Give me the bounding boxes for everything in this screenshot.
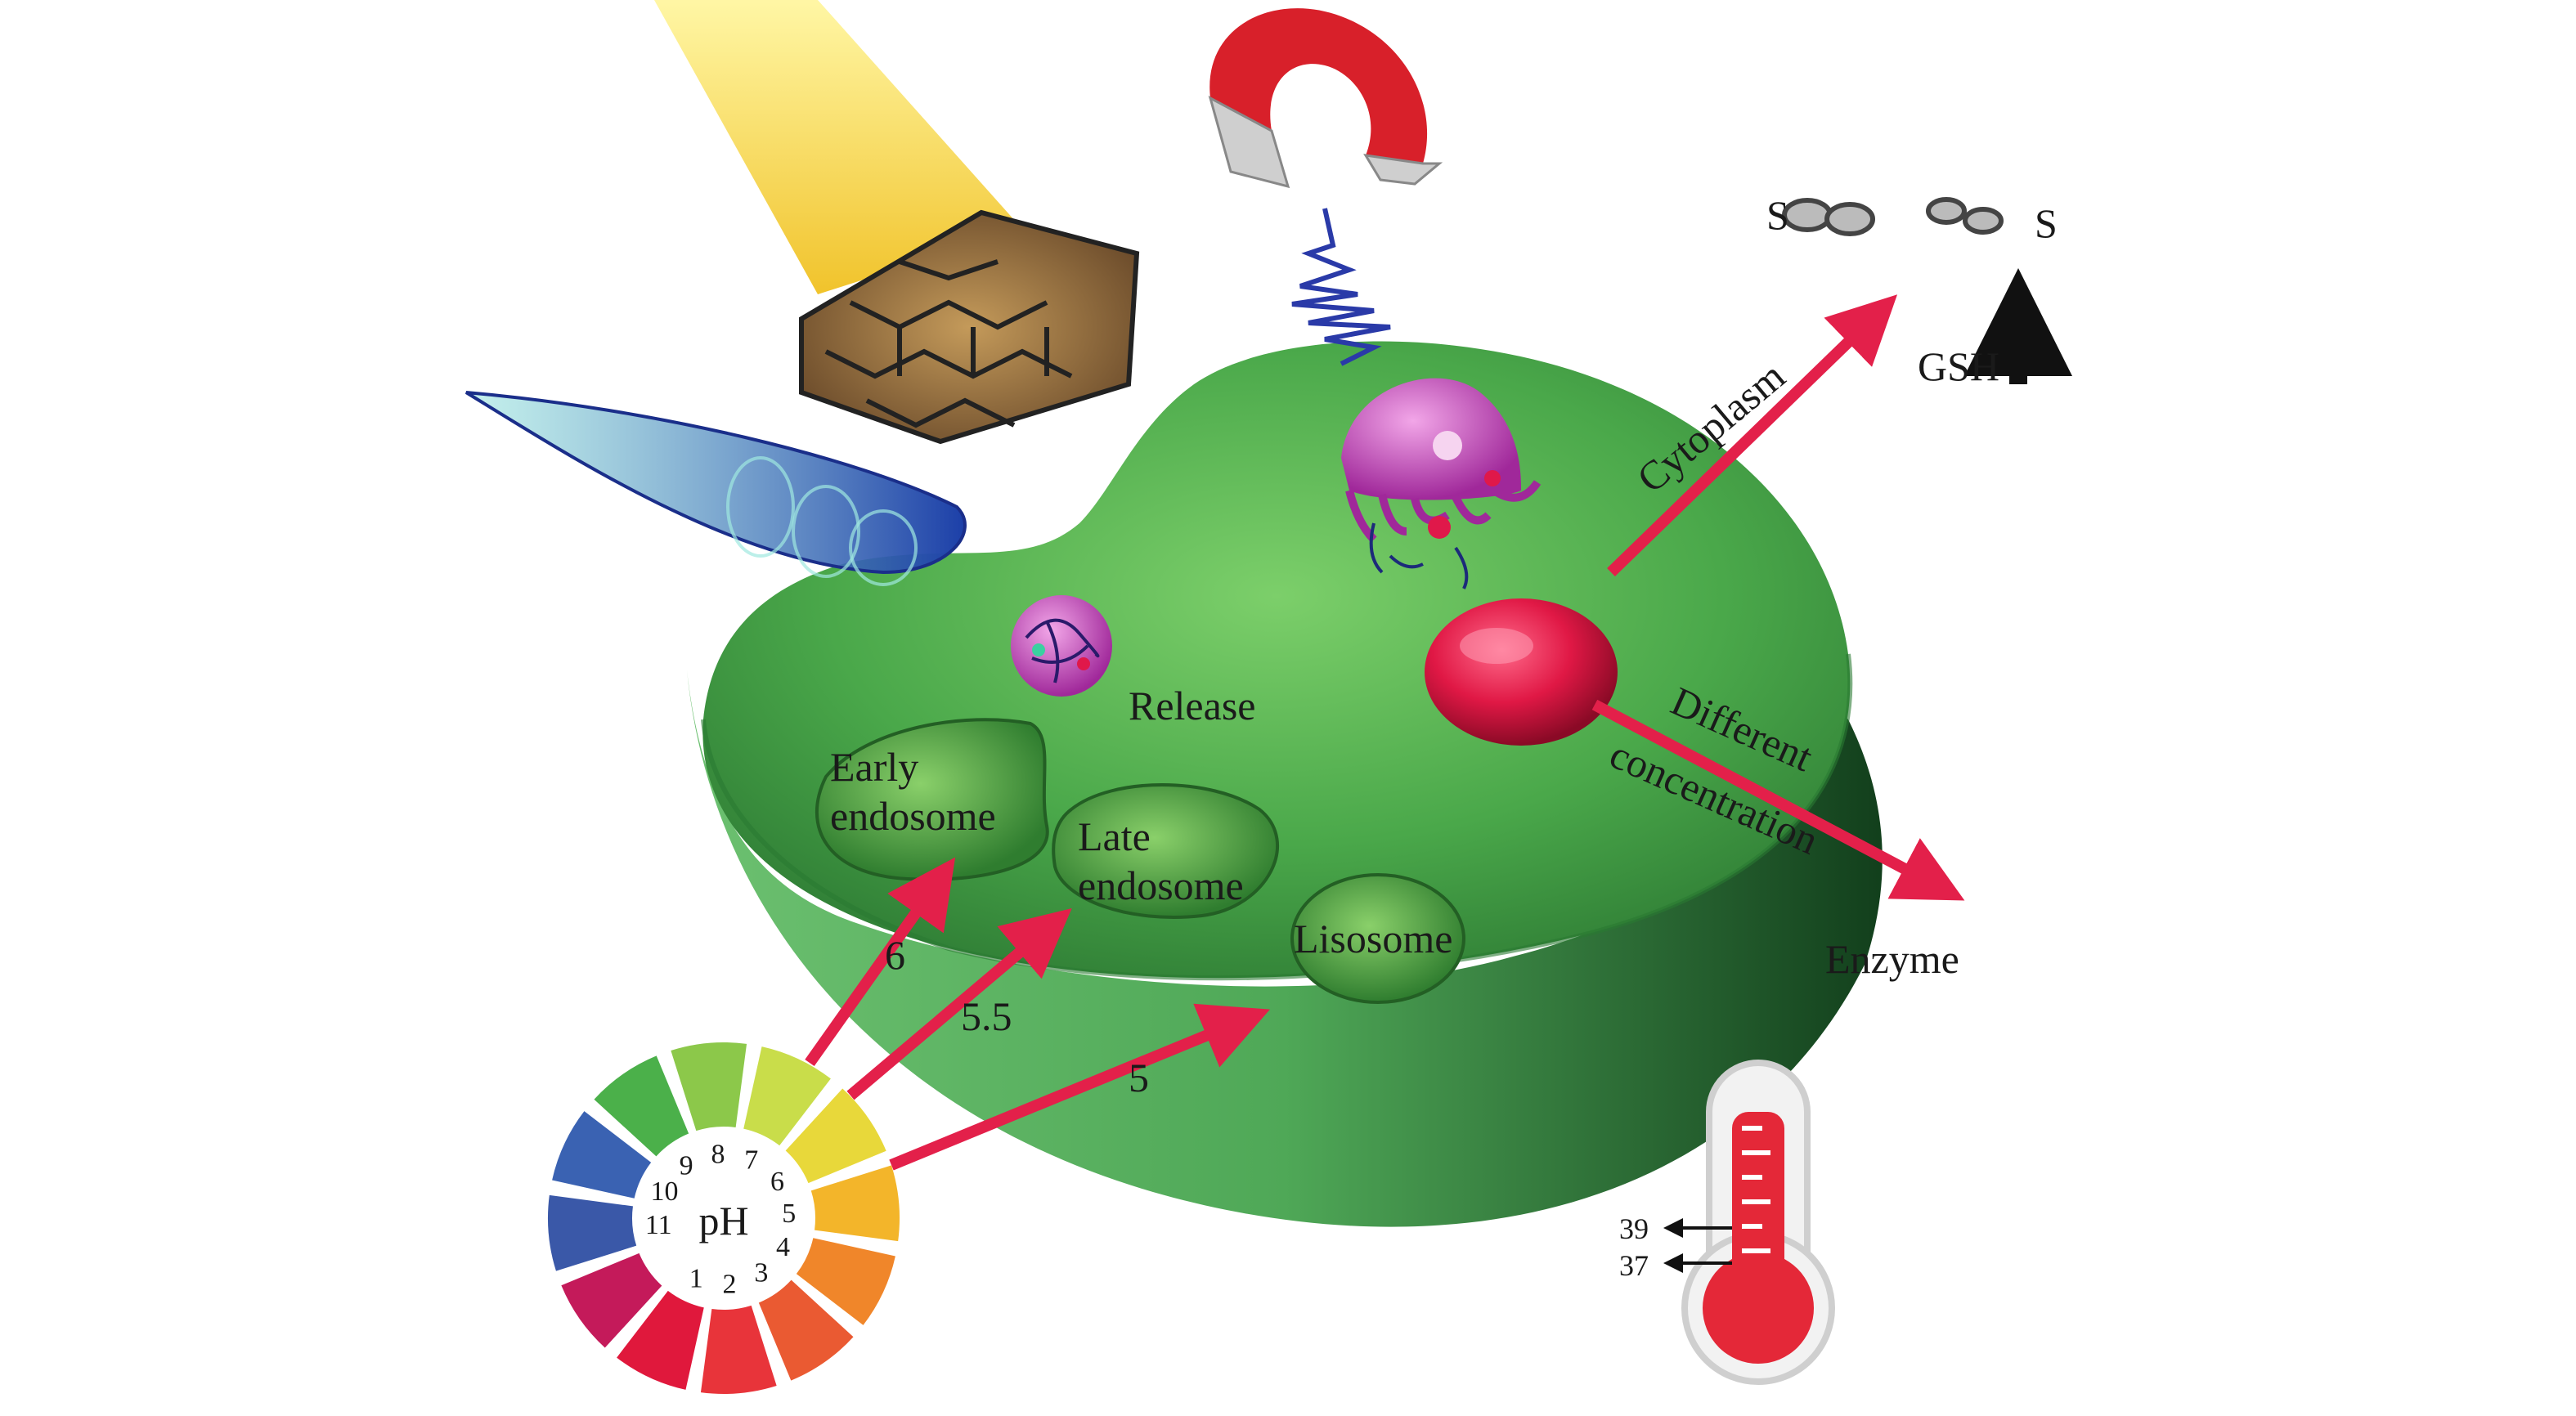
ph-wheel-segment [796,1238,895,1325]
ph5-arrow [889,1003,1270,1171]
label-ph: pH [698,1198,748,1243]
early-endosome [815,718,1049,881]
ph-wheel-segment [758,1279,854,1381]
cell-rim [701,653,1853,981]
ph-wheel-segment [548,1194,637,1271]
enzyme-arrow [1591,699,1965,901]
ph-wheel-number: 2 [722,1270,736,1300]
graphene-sheet-icon [799,209,1140,445]
label-early-endosome-line2: endosome [830,793,996,839]
ph6-arrow [805,857,956,1067]
ph-wheel-number: 4 [776,1232,790,1262]
ph-wheel-segment [561,1252,662,1348]
ph-wheel-segment [700,1305,777,1394]
ph-wheel-segment [594,1055,689,1157]
late-endosome [1052,783,1280,919]
ph-wheel-number: 5 [782,1199,796,1229]
magnetic-nanoparticle [1341,378,1542,589]
nucleus [1425,598,1618,746]
ph-wheel-number: 3 [754,1258,768,1288]
ph-wheel-number: 1 [689,1264,703,1294]
label-s-right: S [2035,200,2058,246]
label-temp37: 37 [1619,1249,1649,1282]
ph-wheel-segment [617,1290,704,1390]
magnetic-wave [1291,208,1391,366]
ph-wheel-segment [552,1111,652,1199]
ph55-arrow [846,907,1072,1100]
ph-wheel-number: 11 [645,1210,672,1240]
thermometer-icon [1681,1060,1835,1385]
ultrasound-wave-icon [464,391,967,586]
ph-wheel-number: 9 [680,1150,693,1181]
ph-wheel-number: 6 [770,1167,784,1197]
ph-wheel-number: 10 [650,1176,678,1207]
magnet-icon [1208,8,1443,189]
label-early-endosome-line1: Early [830,744,918,790]
ph-wheel-center [635,1130,812,1306]
label-temp39: 39 [1619,1212,1649,1245]
lisosome [1290,873,1465,1004]
label-late-endosome-line2: endosome [1078,863,1244,908]
label-lisosome: Lisosome [1294,916,1452,961]
ph-wheel-segment [743,1046,831,1146]
label-enzyme: Enzyme [1825,936,1959,982]
ph-wheel-number: 7 [744,1145,758,1175]
ph-wheel-segment [810,1165,900,1242]
disulfide-chain-icon [1782,197,2004,236]
label-ph55: 5.5 [961,993,1012,1039]
label-s-left: S [1766,192,1789,238]
cell-side [687,670,1883,1227]
cytoplasm-arrow [1607,294,1898,577]
label-release: Release [1129,683,1255,728]
ph-wheel-segment [785,1088,886,1184]
nucleus-highlight [1460,628,1533,664]
label-ph5: 5 [1129,1055,1149,1100]
label-ph6: 6 [885,932,905,978]
ph-wheel-segment [671,1042,747,1131]
label-gsh: GSH [1918,343,1999,389]
label-late-endosome-line1: Late [1078,813,1151,859]
release-vesicle [1011,595,1112,697]
light-beam [654,0,1022,294]
ph-wheel-number: 8 [711,1139,725,1169]
